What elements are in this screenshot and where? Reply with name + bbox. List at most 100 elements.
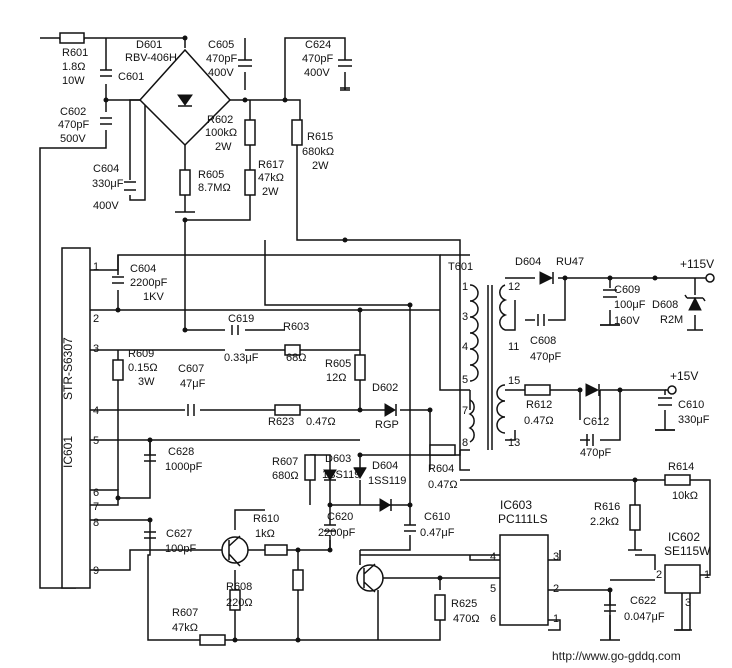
ic601-pin-3: 3 xyxy=(93,343,99,355)
d604a-part: RU47 xyxy=(556,256,584,268)
c608-ref: C608 xyxy=(530,335,556,347)
c604a-val: 330μF xyxy=(92,178,124,190)
r615-body xyxy=(291,119,303,146)
c604b-ref: C604 xyxy=(130,263,156,275)
bridge-rectifier-d601 xyxy=(138,48,232,147)
r601-ref: R601 xyxy=(62,47,88,59)
t601-pin-7: 7 xyxy=(462,405,468,417)
r609-power: 3W xyxy=(138,376,155,388)
c610b-ref: C610 xyxy=(424,511,450,523)
transistors xyxy=(221,535,384,593)
r609-val: 0.15Ω xyxy=(128,362,158,374)
r610-ref: R610 xyxy=(253,513,279,525)
r610-val: 1kΩ xyxy=(255,528,275,540)
c628-val: 1000pF xyxy=(165,461,203,473)
output-15v-label: +15V xyxy=(670,369,698,383)
r604-val: 0.47Ω xyxy=(428,479,458,491)
ic603-pin-6: 6 xyxy=(490,613,496,625)
c620-ref: C620 xyxy=(327,511,353,523)
r612-ref: R612 xyxy=(526,399,552,411)
ic601-pin-2: 2 xyxy=(93,313,99,325)
ic603-part: PC111LS xyxy=(498,512,548,526)
ic603-pin-1: 1 xyxy=(553,613,559,625)
wires xyxy=(39,37,711,641)
r625-ref: R625 xyxy=(451,598,477,610)
c605-val: 470pF xyxy=(206,53,237,65)
junction-dots xyxy=(103,35,658,643)
d608-ref: D608 xyxy=(652,299,678,311)
d604b-ref: D604 xyxy=(372,460,398,472)
r604-body xyxy=(429,444,456,456)
ic601-block: IC601 STR-S6307 1 2 3 4 5 6 7 8 9 xyxy=(61,247,99,589)
r603-ref: R603 xyxy=(283,321,309,333)
r617-power: 2W xyxy=(262,186,279,198)
r605b-body xyxy=(354,354,366,381)
r615-ref: R615 xyxy=(307,131,333,143)
r609-body xyxy=(112,359,124,381)
c602-volt: 500V xyxy=(60,133,86,145)
r617-ref: R617 xyxy=(258,159,284,171)
r603-body xyxy=(284,344,301,356)
ic601-pin-4: 4 xyxy=(93,405,99,417)
ic602-pin-1: 1 xyxy=(704,569,710,581)
c602-ref: C602 xyxy=(60,106,86,118)
r605a-body xyxy=(179,169,191,196)
r605b-ref: R605 xyxy=(325,358,351,370)
r607b-body xyxy=(199,634,226,646)
capacitors xyxy=(100,59,675,612)
transformer-t601: T601 1 3 4 5 7 8 12 11 15 13 xyxy=(448,261,520,450)
output-terminals: +115V +15V xyxy=(665,257,715,395)
diodes xyxy=(323,271,706,512)
r616-ref: R616 xyxy=(594,501,620,513)
c609-val: 100μF xyxy=(614,299,646,311)
t601-pin-15: 15 xyxy=(508,375,520,387)
ic602-ref: IC602 xyxy=(668,530,700,544)
d602-part: RGP xyxy=(375,419,399,431)
r616-body xyxy=(629,504,641,531)
c610a-ref: C610 xyxy=(678,399,704,411)
ic602-part: SE115W xyxy=(664,544,711,558)
r617-body xyxy=(244,169,256,196)
r612-val: 0.47Ω xyxy=(524,415,554,427)
c620-val: 2200pF xyxy=(318,527,356,539)
r617-val: 47kΩ xyxy=(258,172,284,184)
r616-val: 2.2kΩ xyxy=(590,516,619,528)
c610b-val: 0.47μF xyxy=(420,527,455,539)
t601-pin-13: 13 xyxy=(508,437,520,449)
r623-ref: R623 xyxy=(268,416,294,428)
c622-ref: C622 xyxy=(630,595,656,607)
t601-pin-11: 11 xyxy=(508,341,519,353)
c627-val: 100pF xyxy=(165,543,196,555)
c601-ref: C601 xyxy=(118,71,144,83)
c607-val: 47μF xyxy=(180,378,206,390)
r615-power: 2W xyxy=(312,160,329,172)
r608-ref: R608 xyxy=(226,581,252,593)
ic603-pin-3: 3 xyxy=(553,551,559,563)
ic601-pin-6: 6 xyxy=(93,487,99,499)
ic601-pin-8: 8 xyxy=(93,517,99,529)
ic601-pin-5: 5 xyxy=(93,435,99,447)
ic603-pin-2: 2 xyxy=(553,583,559,595)
c604b-val: 2200pF xyxy=(130,277,168,289)
d603-ref: D603 xyxy=(325,453,351,465)
r623-body xyxy=(274,404,301,416)
r603-val: 68Ω xyxy=(286,352,306,364)
d604a-ref: D604 xyxy=(515,256,541,268)
c604b-volt: 1KV xyxy=(143,291,164,303)
r605b-val: 12Ω xyxy=(326,372,346,384)
ic603-ref: IC603 xyxy=(500,498,532,512)
r614-ref: R614 xyxy=(668,461,694,473)
t601-pin-5: 5 xyxy=(462,374,468,386)
r623-val: 0.47Ω xyxy=(306,416,336,428)
c624-ref: C624 xyxy=(305,39,331,51)
t601-pin-12: 12 xyxy=(508,281,520,293)
c607-ref: C607 xyxy=(178,363,204,375)
r607a-ref: R607 xyxy=(272,456,298,468)
c612-ref: C612 xyxy=(583,416,609,428)
d602-ref: D602 xyxy=(372,382,398,394)
c610a-val: 330μF xyxy=(678,414,710,426)
ic602-pin-2: 2 xyxy=(656,569,662,581)
r602-power: 2W xyxy=(215,141,232,153)
watermark-url: http://www.go-gddq.com xyxy=(552,649,681,663)
